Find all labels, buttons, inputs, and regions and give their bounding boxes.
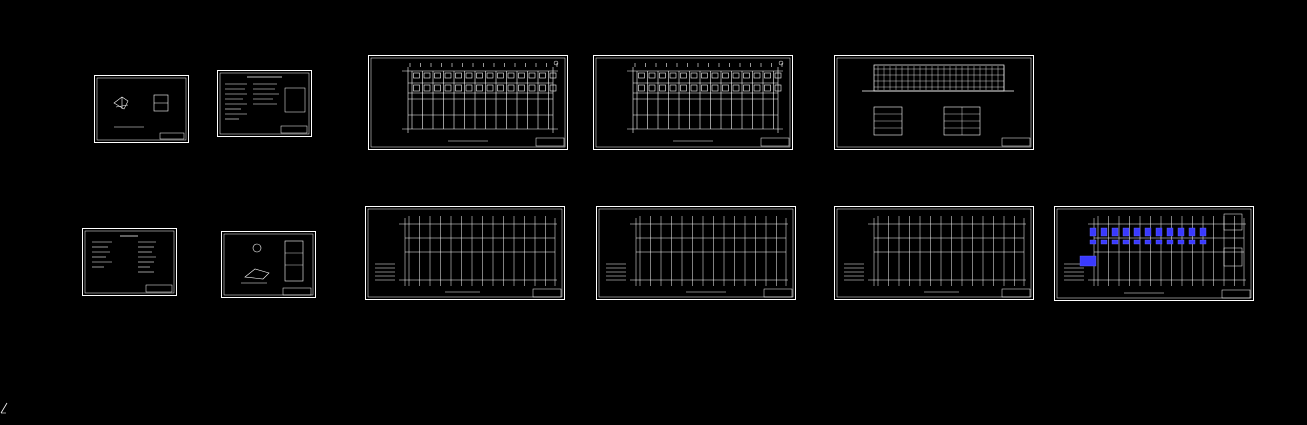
- drawing-sheet-notes[interactable]: [217, 70, 312, 137]
- drawing-sheet-elevation[interactable]: [834, 55, 1034, 150]
- sheet-graphic: [593, 55, 793, 150]
- drawing-sheet-grid-plan-4[interactable]: [1054, 206, 1254, 301]
- drawing-sheet-detail-2[interactable]: [221, 231, 316, 298]
- drawing-sheet-detail-1[interactable]: [94, 75, 189, 143]
- sheet-graphic: [221, 231, 316, 298]
- sheet-graphic: [365, 206, 565, 300]
- sheet-graphic: [1054, 206, 1254, 301]
- sheet-graphic: [82, 228, 177, 296]
- drawing-sheet-floor-plan-2[interactable]: [593, 55, 793, 150]
- drawing-sheet-grid-plan-1[interactable]: [365, 206, 565, 300]
- sheet-graphic: [596, 206, 796, 300]
- sheet-graphic: [834, 55, 1034, 150]
- drawing-sheet-grid-plan-2[interactable]: [596, 206, 796, 300]
- sheet-graphic: [834, 206, 1034, 300]
- drawing-sheet-floor-plan-1[interactable]: [368, 55, 568, 150]
- drawing-sheet-schedule[interactable]: [82, 228, 177, 296]
- sheet-graphic: [94, 75, 189, 143]
- ucs-axis-icon: [0, 398, 12, 414]
- sheet-graphic: [217, 70, 312, 137]
- sheet-graphic: [368, 55, 568, 150]
- drawing-sheet-grid-plan-3[interactable]: [834, 206, 1034, 300]
